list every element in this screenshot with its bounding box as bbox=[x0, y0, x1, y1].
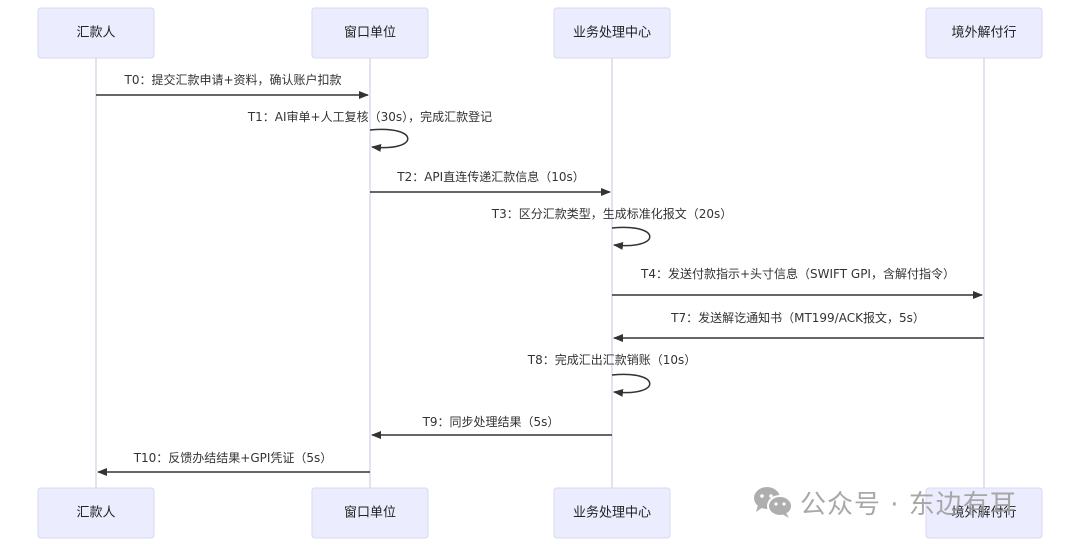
actor-label: 境外解付行 bbox=[951, 506, 1016, 521]
self-loop-arrow bbox=[369, 128, 409, 152]
actor-box bbox=[37, 487, 155, 539]
message-7: T9：同步处理结果（5s） bbox=[371, 415, 612, 439]
self-loop-arrow bbox=[611, 373, 651, 397]
actor-window-bottom: 窗口单位 bbox=[311, 487, 429, 539]
actor-label: 窗口单位 bbox=[344, 505, 396, 521]
wechat-icon bbox=[754, 487, 793, 518]
message-3: T3：区分汇款类型，生成标准化报文（20s） bbox=[491, 206, 733, 250]
actor-window-top: 窗口单位 bbox=[311, 7, 429, 59]
message-8: T10：反馈办结结果+GPI凭证（5s） bbox=[97, 450, 370, 476]
message-6: T8：完成汇出汇款销账（10s） bbox=[527, 352, 697, 397]
actor-remitter-top: 汇款人 bbox=[37, 7, 155, 59]
message-label: T1：AI审单+人工复核（30s），完成汇款登记 bbox=[247, 109, 492, 124]
self-loop-arrow bbox=[611, 226, 651, 250]
actor-label: 窗口单位 bbox=[344, 25, 396, 41]
message-label: T7：发送解讫通知书（MT199/ACK报文，5s） bbox=[670, 310, 925, 325]
message-2: T2：API直连传递汇款信息（10s） bbox=[370, 169, 611, 196]
actor-overseas-bottom: 境外解付行 bbox=[925, 487, 1043, 539]
actor-label: 业务处理中心 bbox=[573, 505, 651, 521]
message-0: T0：提交汇款申请+资料，确认账户扣款 bbox=[96, 72, 369, 99]
actor-box bbox=[553, 7, 671, 59]
watermark-text: 公众号 · 东边有耳 bbox=[800, 489, 1017, 520]
actor-center-top: 业务处理中心 bbox=[553, 7, 671, 59]
message-label: T2：API直连传递汇款信息（10s） bbox=[396, 169, 584, 184]
actor-remitter-bottom: 汇款人 bbox=[37, 487, 155, 539]
message-label: T3：区分汇款类型，生成标准化报文（20s） bbox=[491, 206, 733, 221]
message-5: T7：发送解讫通知书（MT199/ACK报文，5s） bbox=[613, 310, 984, 342]
message-4: T4：发送付款指示+头寸信息（SWIFT GPI，含解付指令） bbox=[612, 266, 983, 299]
message-label: T0：提交汇款申请+资料，确认账户扣款 bbox=[123, 72, 341, 87]
actor-box bbox=[553, 487, 671, 539]
actor-center-bottom: 业务处理中心 bbox=[553, 487, 671, 539]
message-1: T1：AI审单+人工复核（30s），完成汇款登记 bbox=[247, 109, 492, 152]
actor-box bbox=[311, 7, 429, 59]
actor-box bbox=[925, 7, 1043, 59]
actor-box bbox=[925, 487, 1043, 539]
message-label: T9：同步处理结果（5s） bbox=[422, 415, 560, 429]
actor-label: 业务处理中心 bbox=[573, 25, 651, 41]
actor-overseas-top: 境外解付行 bbox=[925, 7, 1043, 59]
message-label: T8：完成汇出汇款销账（10s） bbox=[527, 352, 697, 367]
actor-label: 汇款人 bbox=[76, 506, 115, 521]
message-label: T4：发送付款指示+头寸信息（SWIFT GPI，含解付指令） bbox=[640, 266, 955, 281]
actor-label: 境外解付行 bbox=[951, 26, 1016, 41]
actor-box bbox=[37, 7, 155, 59]
actor-box bbox=[311, 487, 429, 539]
watermark: 公众号 · 东边有耳 bbox=[752, 484, 1017, 520]
actor-label: 汇款人 bbox=[76, 26, 115, 41]
message-label: T10：反馈办结结果+GPI凭证（5s） bbox=[133, 450, 333, 465]
